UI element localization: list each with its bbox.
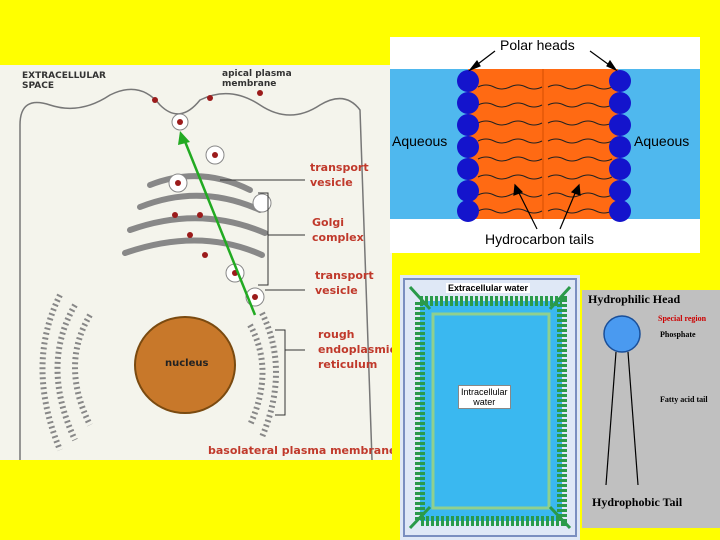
aqueous-right-label: Aqueous [634,133,689,149]
hydrocarbon-tails-label: Hydrocarbon tails [485,231,594,247]
rough-er-label: rough endoplasmic reticulum [318,327,392,372]
extracellular-water-label: Extracellular water [446,283,530,293]
transport-vesicle-label-2: transport vesicle [315,268,374,298]
phosphate-label: Phosphate [660,330,696,339]
hydrophobic-tail-label: Hydrophobic Tail [592,495,682,510]
transport-vesicle-label-1: transport vesicle [310,160,369,190]
special-region-label: Special region [658,314,706,323]
lipid-bilayer-diagram: Polar heads Aqueous Aqueous Hydrocarbon … [390,37,700,253]
membrane-cross-section-diagram: Extracellular water Intracellular water [400,275,580,540]
hydrophilic-head-shape [604,316,640,352]
hydrophilic-head-label: Hydrophilic Head [588,292,680,307]
intracellular-water-label: Intracellular water [458,385,511,409]
golgi-complex-label: Golgi complex [312,215,364,245]
basolateral-membrane-label: basolateral plasma membrane [208,443,392,458]
aqueous-left-label: Aqueous [392,133,447,149]
phospholipid-diagram: Hydrophilic Head Special region Phosphat… [582,290,720,528]
nucleus-label: nucleus [165,359,208,369]
extracellular-space-label: EXTRACELLULAR SPACE [22,71,106,91]
phospholipid-drawing [582,290,720,528]
cell-drawing [0,65,392,460]
apical-membrane-label: apical plasma membrane [222,69,292,89]
polar-heads-label: Polar heads [500,37,575,53]
fatty-acid-tail-label: Fatty acid tail [660,395,708,404]
cell-secretion-diagram: EXTRACELLULAR SPACE apical plasma membra… [0,65,392,460]
